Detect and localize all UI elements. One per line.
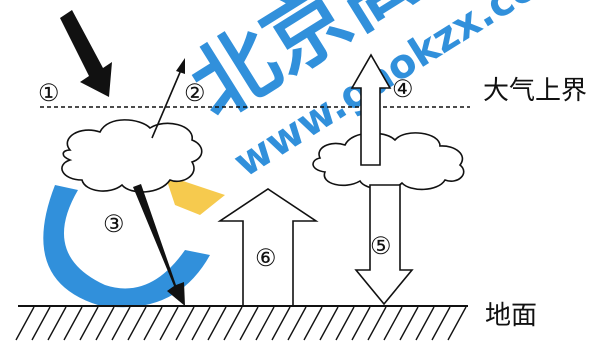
- hatch-line: [320, 307, 338, 340]
- hatch-line: [432, 307, 450, 340]
- hatch-line: [208, 307, 226, 340]
- hatch-line: [336, 307, 354, 340]
- hatch-line: [144, 307, 162, 340]
- label-6: ⑥: [255, 244, 277, 272]
- hatch-line: [288, 307, 306, 340]
- hatch-line: [160, 307, 178, 340]
- hatch-line: [352, 307, 370, 340]
- arrow-1-solar-radiation: [60, 10, 112, 97]
- atmosphere-top-label: 大气上界: [483, 76, 587, 106]
- label-3: ③: [103, 210, 125, 238]
- label-2: ②: [184, 79, 206, 107]
- hatch-line: [112, 307, 130, 340]
- label-4: ④: [392, 75, 414, 103]
- hatch-line: [416, 307, 434, 340]
- hatch-line: [96, 307, 114, 340]
- hatch-line: [256, 307, 274, 340]
- hatch-line: [64, 307, 82, 340]
- label-1: ①: [38, 79, 60, 107]
- hatch-line: [80, 307, 98, 340]
- label-5: ⑤: [370, 232, 392, 260]
- hatch-line: [384, 307, 402, 340]
- hatch-line: [400, 307, 418, 340]
- hatch-line: [176, 307, 194, 340]
- hatch-line: [240, 307, 258, 340]
- hatch-line: [224, 307, 242, 340]
- hatch-line: [16, 307, 34, 340]
- hatch-line: [368, 307, 386, 340]
- ground-label: 地面: [485, 301, 537, 331]
- left-cloud: [62, 120, 202, 192]
- hatch-line: [304, 307, 322, 340]
- hatch-line: [448, 307, 466, 340]
- hatch-line: [192, 307, 210, 340]
- ground: [16, 306, 468, 340]
- right-cloud: [313, 133, 464, 190]
- ground-hatching: [16, 307, 466, 340]
- hatch-line: [32, 307, 50, 340]
- hatch-line: [128, 307, 146, 340]
- hatch-line: [48, 307, 66, 340]
- hatch-line: [272, 307, 290, 340]
